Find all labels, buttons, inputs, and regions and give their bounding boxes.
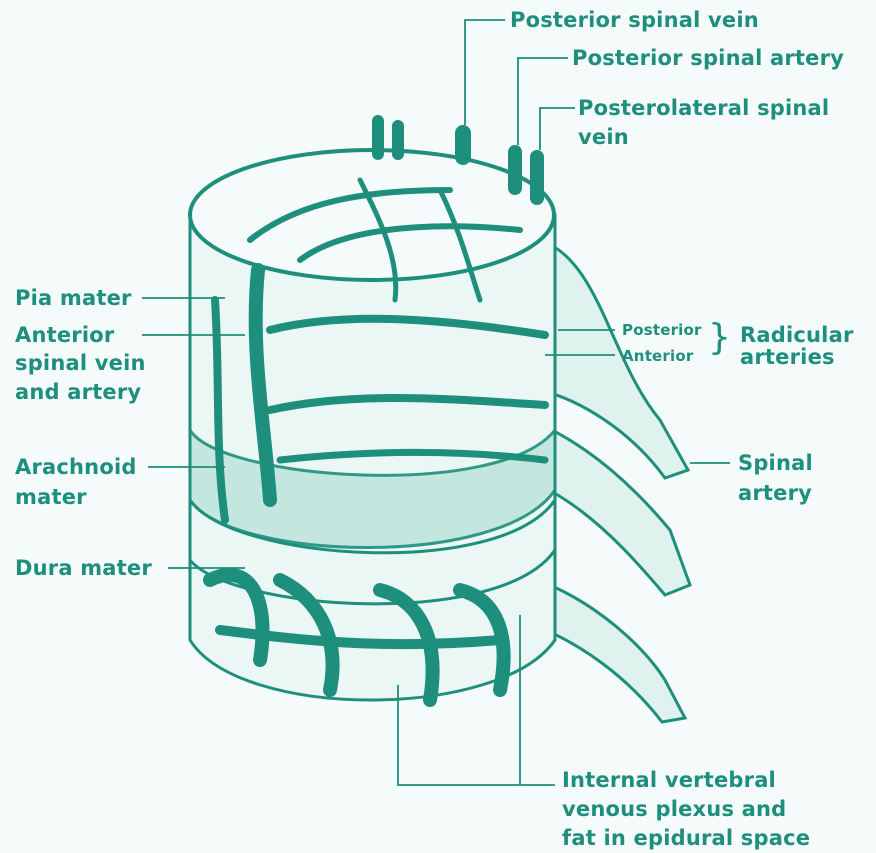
label-plexus-line3: fat in epidural space [562,823,810,853]
label-spinal-artery-line2: artery [738,478,812,508]
label-pia-mater: Pia mater [15,283,132,313]
label-plexus-line2: venous plexus and [562,794,786,824]
label-radicular-line2: arteries [740,342,835,372]
label-anterior-line3: and artery [15,377,141,407]
label-anterior-small: Anterior [622,346,693,366]
label-arachnoid-line2: mater [15,482,87,512]
label-arachnoid-line1: Arachnoid [15,452,137,482]
label-anterior-line2: spinal vein [15,348,146,378]
label-dura-mater: Dura mater [15,553,152,583]
label-posterolateral-line2: vein [578,122,629,152]
label-spinal-artery-line1: Spinal [738,448,813,478]
label-posterior-spinal-vein: Posterior spinal vein [510,5,759,35]
radicular-brace: } [708,318,731,358]
label-posterior-small: Posterior [622,320,702,340]
label-posterolateral-line1: Posterolateral spinal [578,93,829,123]
label-posterior-spinal-artery: Posterior spinal artery [572,43,844,73]
label-anterior-line1: Anterior [15,320,114,350]
label-plexus-line1: Internal vertebral [562,765,776,795]
